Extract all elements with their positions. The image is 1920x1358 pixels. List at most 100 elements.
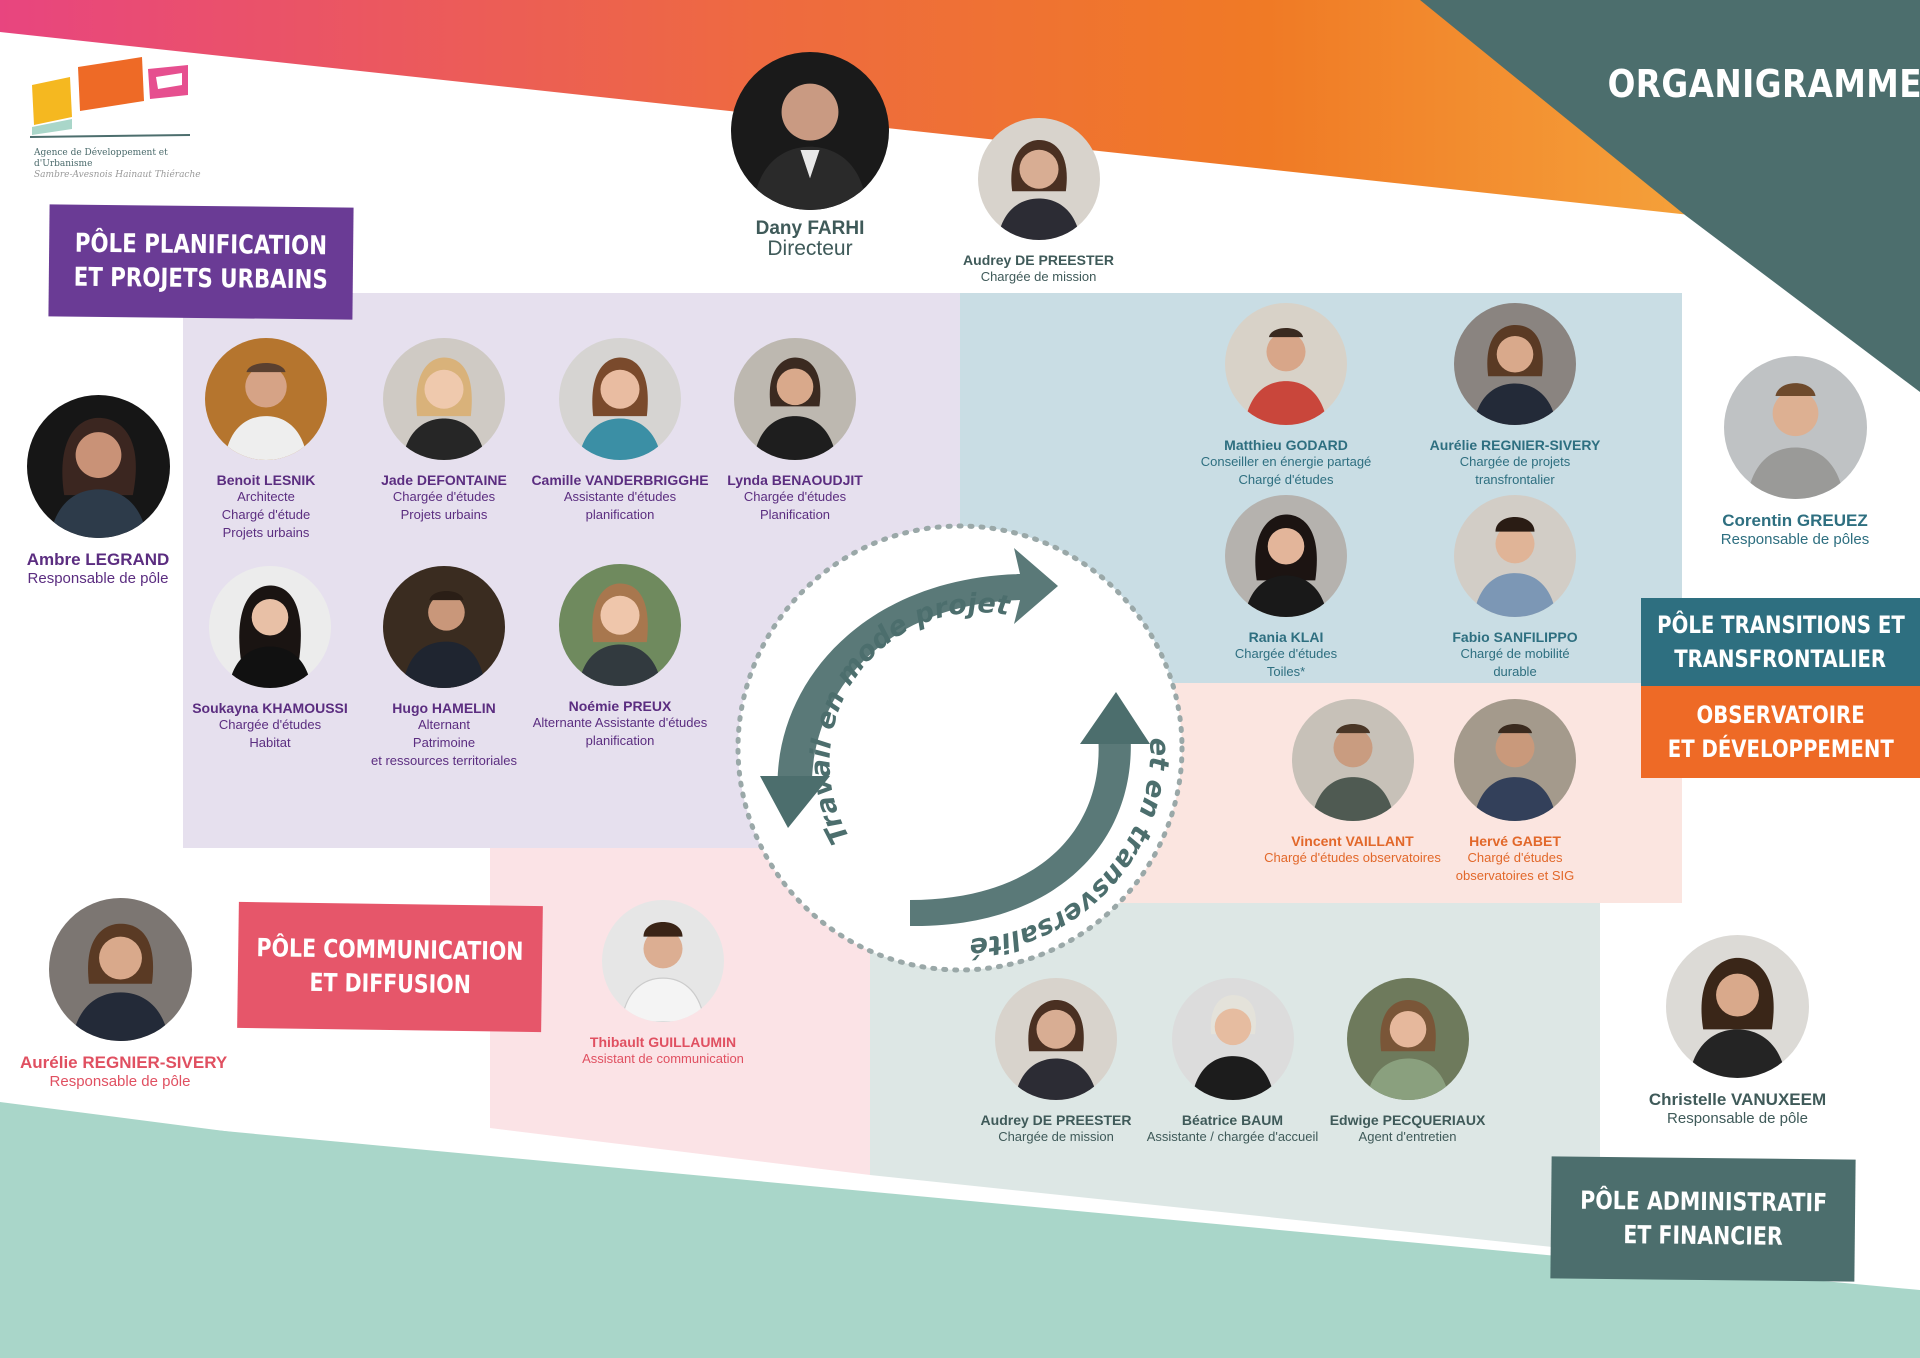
- person-name: Ambre LEGRAND: [26, 550, 170, 569]
- person-silhouette-icon: [1473, 516, 1557, 617]
- person-role: Agent d'entretien: [1358, 1129, 1457, 1144]
- person-vincent: Vincent VAILLANT Chargé d'études observa…: [1255, 699, 1450, 867]
- bottom-mint-band-lower: [0, 1110, 1920, 1358]
- person-role: Conseiller en énergie partagé Chargé d'é…: [1200, 454, 1372, 487]
- person-role: Responsable de pôle: [49, 1073, 191, 1090]
- person-silhouette-icon: [753, 357, 837, 460]
- person-role: Chargée d'études Projets urbains: [392, 489, 496, 522]
- person-silhouette-icon: [1191, 995, 1274, 1100]
- person-christelle: Christelle VANUXEEM Responsable de pôle: [1640, 935, 1835, 1128]
- cycle-arrow-right: [910, 728, 1131, 927]
- person-role: Chargée de projets transfrontalier: [1459, 454, 1571, 487]
- person-director: Dany FARHI Directeur: [700, 52, 920, 259]
- person-role: Chargé d'études observatoires et SIG: [1455, 850, 1575, 883]
- person-silhouette-icon: [1244, 514, 1328, 617]
- person-silhouette-icon: [620, 921, 706, 1022]
- person-name: Jade DEFONTAINE: [381, 472, 507, 488]
- person-herve: Hervé GABET Chargé d'études observatoire…: [1420, 699, 1610, 885]
- avatar: [559, 338, 681, 460]
- pole-label-line: PÔLE COMMUNICATION: [256, 933, 524, 966]
- avatar: [731, 52, 889, 210]
- person-name: Aurélie REGNIER-SIVERY: [1429, 437, 1601, 453]
- person-name: Hugo HAMELIN: [392, 700, 496, 716]
- agency-logo: [30, 57, 191, 138]
- top-right-dark-band: [1420, 0, 1920, 392]
- person-noemie: Noémie PREUX Alternante Assistante d'étu…: [525, 564, 715, 750]
- avatar: [383, 566, 505, 688]
- avatar: [734, 338, 856, 460]
- avatar: [26, 395, 170, 538]
- logo-line1: Agence de Développement et d'Urbanisme: [34, 148, 168, 169]
- person-role: Alternante Assistante d'études planifica…: [532, 715, 708, 748]
- person-silhouette-icon: [49, 417, 147, 538]
- person-edwige: Edwige PECQUERIAUX Agent d'entretien: [1325, 978, 1490, 1146]
- pole-label-administratif: PÔLE ADMINISTRATIF ET FINANCIER: [1550, 1156, 1856, 1282]
- person-aurelie-communication: Aurélie REGNIER-SIVERY Responsable de pô…: [20, 898, 227, 1091]
- pole-label-line: ET DÉVELOPPEMENT: [1667, 735, 1894, 763]
- person-silhouette-icon: [578, 357, 662, 460]
- person-name: Christelle VANUXEEM: [1648, 1090, 1827, 1109]
- person-name: Thibault GUILLAUMIN: [589, 1034, 737, 1050]
- person-ambre: Ambre LEGRAND Responsable de pôle: [8, 395, 188, 588]
- person-silhouette-icon: [1244, 328, 1328, 425]
- person-hugo: Hugo HAMELIN Alternant Patrimoine et res…: [354, 566, 534, 770]
- person-name: Audrey DE PREESTER: [963, 252, 1114, 268]
- person-corentin: Corentin GREUEZ Responsable de pôles: [1700, 356, 1890, 549]
- person-matthieu: Matthieu GODARD Conseiller en énergie pa…: [1186, 303, 1386, 489]
- avatar: [1291, 699, 1414, 821]
- person-role: Chargé de mobilité durable: [1460, 646, 1570, 679]
- person-camille: Camille VANDERBRIGGHE Assistante d'étude…: [525, 338, 715, 524]
- pole-label-line: PÔLE TRANSITIONS ET: [1656, 611, 1905, 639]
- person-name: Soukayna KHAMOUSSI: [192, 700, 348, 716]
- person-benoit: Benoit LESNIK Architecte Chargé d'étude …: [191, 338, 341, 542]
- pole-label-line: ET PROJETS URBAINS: [73, 262, 329, 296]
- person-role: Alternant Patrimoine et ressources terri…: [371, 717, 517, 768]
- pole-label-line: PÔLE PLANIFICATION: [74, 228, 328, 262]
- person-role: Chargée d'études Planification: [743, 489, 847, 522]
- cycle-arrow-left: [777, 548, 1058, 798]
- cycle-arrow-left-tip: [760, 776, 830, 828]
- logo-line2: Sambre-Avesnois Hainaut Thiérache: [34, 170, 201, 180]
- person-silhouette-icon: [997, 139, 1080, 240]
- person-silhouette-icon: [1366, 999, 1449, 1100]
- person-silhouette-icon: [402, 591, 486, 688]
- person-silhouette-icon: [753, 83, 867, 210]
- pole-label-line: ET DIFFUSION: [308, 967, 471, 1000]
- person-role: Responsable de pôles: [1720, 531, 1870, 548]
- avatar: [209, 566, 331, 688]
- avatar: [1723, 356, 1867, 499]
- person-name: Lynda BENAOUDJIT: [727, 472, 863, 488]
- person-name: Benoit LESNIK: [216, 472, 316, 488]
- person-role: Chargée d'études Toiles*: [1234, 646, 1338, 679]
- person-role: Architecte Chargé d'étude Projets urbain…: [221, 489, 311, 540]
- person-role: Chargée de mission: [980, 269, 1097, 284]
- pole-label-line: TRANSFRONTALIER: [1674, 645, 1887, 673]
- person-role: Assistant de communication: [582, 1051, 744, 1066]
- avatar: [559, 564, 681, 686]
- person-fabio: Fabio SANFILIPPO Chargé de mobilité dura…: [1420, 495, 1610, 681]
- person-role: Chargée de mission: [998, 1129, 1114, 1144]
- pole-label-transitions: PÔLE TRANSITIONS ET TRANSFRONTALIER: [1641, 598, 1920, 686]
- avatar: [977, 118, 1100, 240]
- pole-label-planification: PÔLE PLANIFICATION ET PROJETS URBAINS: [48, 204, 354, 320]
- avatar: [1454, 495, 1576, 617]
- person-role: Responsable de pôle: [27, 570, 169, 587]
- person-lynda: Lynda BENAOUDJIT Chargée d'études Planif…: [720, 338, 870, 524]
- person-name: Rania KLAI: [1248, 629, 1324, 645]
- person-rania: Rania KLAI Chargée d'études Toiles*: [1186, 495, 1386, 681]
- person-silhouette-icon: [1746, 383, 1844, 499]
- avatar: [995, 978, 1117, 1100]
- person-name: Noémie PREUX: [568, 698, 672, 714]
- person-silhouette-icon: [71, 923, 169, 1041]
- person-audrey-admin: Audrey DE PREESTER Chargée de mission: [976, 978, 1136, 1146]
- person-thibault: Thibault GUILLAUMIN Assistant de communi…: [568, 900, 758, 1068]
- person-name: Matthieu GODARD: [1224, 437, 1348, 453]
- person-silhouette-icon: [578, 583, 662, 686]
- person-beatrice: Béatrice BAUM Assistante / chargée d'acc…: [1140, 978, 1325, 1146]
- pole-label-communication: PÔLE COMMUNICATION ET DIFFUSION: [237, 901, 543, 1033]
- pole-label-line: PÔLE ADMINISTRATIF: [1579, 1185, 1827, 1218]
- person-role: Assistante d'études planification: [563, 489, 677, 522]
- person-name: Edwige PECQUERIAUX: [1329, 1112, 1486, 1128]
- person-role: Chargée d'études Habitat: [218, 717, 322, 750]
- avatar: [205, 338, 327, 460]
